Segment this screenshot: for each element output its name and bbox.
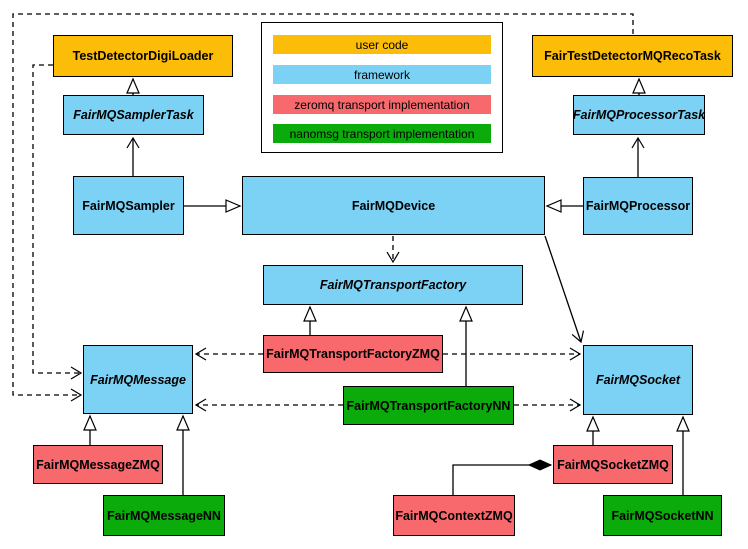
legend-bar-user-code: user code: [273, 35, 491, 54]
node-fairmq-transport-factory-zmq: FairMQTransportFactoryZMQ: [263, 335, 443, 373]
node-fairmq-socket: FairMQSocket: [583, 345, 693, 415]
node-fairmq-processor-task: FairMQProcessorTask: [573, 95, 705, 135]
edge-digiloader-message-dependency: [32, 64, 83, 380]
node-fairmq-transport-factory-nn: FairMQTransportFactoryNN: [343, 386, 514, 425]
legend-bar-nanomsg: nanomsg transport implementation: [273, 124, 491, 143]
node-fairmq-message-zmq: FairMQMessageZMQ: [33, 445, 163, 484]
node-fair-test-detector-mq-reco-task: FairTestDetectorMQRecoTask: [532, 35, 733, 77]
node-fairmq-message-nn: FairMQMessageNN: [103, 495, 225, 536]
legend-bar-framework: framework: [273, 65, 491, 84]
node-fairmq-context-zmq: FairMQContextZMQ: [393, 495, 515, 536]
node-fairmq-transport-factory: FairMQTransportFactory: [263, 265, 523, 305]
node-test-detector-digi-loader: TestDetectorDigiLoader: [53, 35, 233, 77]
node-fairmq-sampler: FairMQSampler: [73, 176, 184, 235]
node-fairmq-socket-zmq: FairMQSocketZMQ: [553, 445, 673, 484]
node-fairmq-message: FairMQMessage: [83, 345, 193, 414]
node-fairmq-sampler-task: FairMQSamplerTask: [63, 95, 204, 135]
edge-contextzmq-socketzmq-composition: [452, 465, 551, 495]
node-fairmq-socket-nn: FairMQSocketNN: [603, 495, 722, 536]
edge-device-socket-association: [544, 235, 585, 344]
legend-bar-zeromq: zeromq transport implementation: [273, 95, 491, 114]
legend: user code framework zeromq transport imp…: [261, 22, 503, 153]
edge-recotask-message-dependency: [12, 13, 634, 402]
node-fairmq-processor: FairMQProcessor: [583, 177, 693, 235]
node-fairmq-device: FairMQDevice: [242, 176, 545, 235]
